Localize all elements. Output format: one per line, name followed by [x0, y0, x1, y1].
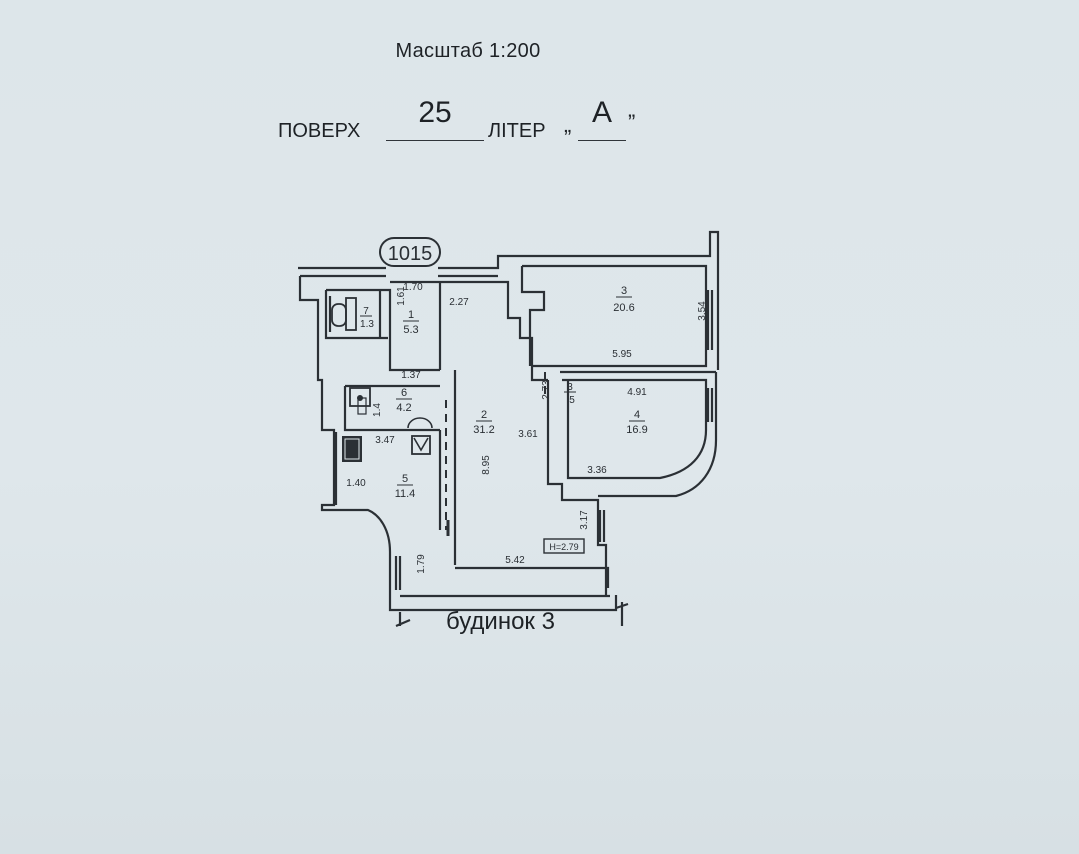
room-area: 11.4 [395, 488, 416, 500]
room-area: 16.9 [626, 424, 647, 436]
room-number: 7 [363, 306, 369, 317]
toilet-icon [331, 297, 357, 331]
room-labels: 1 5.3 2 31.2 3 20.6 4 16.9 5 11.4 6 4.2 … [360, 285, 648, 500]
dimension: 1.70 [403, 282, 423, 293]
room-area: 5.3 [403, 324, 418, 336]
dimension: 2.73 [541, 380, 552, 400]
room-area: 20.6 [613, 302, 634, 314]
floor-value: 25 [386, 96, 484, 141]
liter-close-quote: ” [628, 110, 636, 135]
dimension: 2.27 [449, 297, 469, 308]
dimension: 1.4 [372, 403, 383, 417]
sink-icon [349, 387, 371, 407]
washbasin-icon [407, 417, 433, 429]
room-area: 5 [569, 395, 575, 406]
building-label: будинок 3 [446, 608, 555, 635]
dimension: 3.54 [697, 301, 708, 321]
shower-icon [411, 435, 431, 455]
height-mark: H=2.79 [549, 542, 578, 552]
room-number: 6 [401, 387, 407, 399]
dimension-labels: 1.70 2.27 5.95 1.37 3.47 1.40 3.61 4.91 … [346, 282, 647, 566]
stove-icon [342, 436, 362, 462]
height-mark-box [543, 538, 585, 554]
room-number: 3 [621, 285, 627, 297]
room-number: 5 [402, 473, 408, 485]
liter-value: А [578, 96, 626, 141]
dimension: 3.36 [587, 465, 607, 476]
dimension: 3.17 [579, 510, 590, 530]
room-number: 2 [481, 409, 487, 421]
floor-liter-line: ПОВЕРХ 25 ЛІТЕР „ А ” [278, 96, 658, 146]
scale-label: Масштаб 1:200 [395, 40, 541, 62]
liter-label: ЛІТЕР [488, 120, 546, 142]
dimension: 8.95 [481, 455, 492, 475]
plan-walls [298, 230, 720, 628]
dimension: 1.37 [401, 370, 421, 381]
room-area: 31.2 [473, 424, 494, 436]
room-area: 1.3 [360, 319, 374, 330]
floor-label: ПОВЕРХ [278, 120, 361, 142]
dimension: 3.61 [518, 429, 538, 440]
dimension: 5.42 [505, 555, 525, 566]
dimension: 5.95 [612, 349, 632, 360]
dimension: 1.40 [346, 478, 366, 489]
plan-doors [439, 300, 546, 566]
dimension: 1.79 [416, 554, 427, 574]
room-number: 1 [408, 309, 414, 321]
room-number: 4 [634, 409, 640, 421]
apartment-number: 1015 [388, 243, 433, 265]
apartment-number-badge: 1015 [379, 237, 441, 267]
dimension: 3.47 [375, 435, 395, 446]
room-number: 3 [567, 382, 573, 393]
vertical-dimension-labels: 1.61 3.54 1.4 8.95 3.17 1.79 2.73 [372, 286, 708, 574]
room-area: 4.2 [396, 402, 411, 414]
small-step-mark [357, 397, 367, 415]
dimension: 4.91 [627, 387, 647, 398]
dimension: 1.61 [396, 286, 407, 306]
liter-open-quote: „ [564, 112, 572, 137]
